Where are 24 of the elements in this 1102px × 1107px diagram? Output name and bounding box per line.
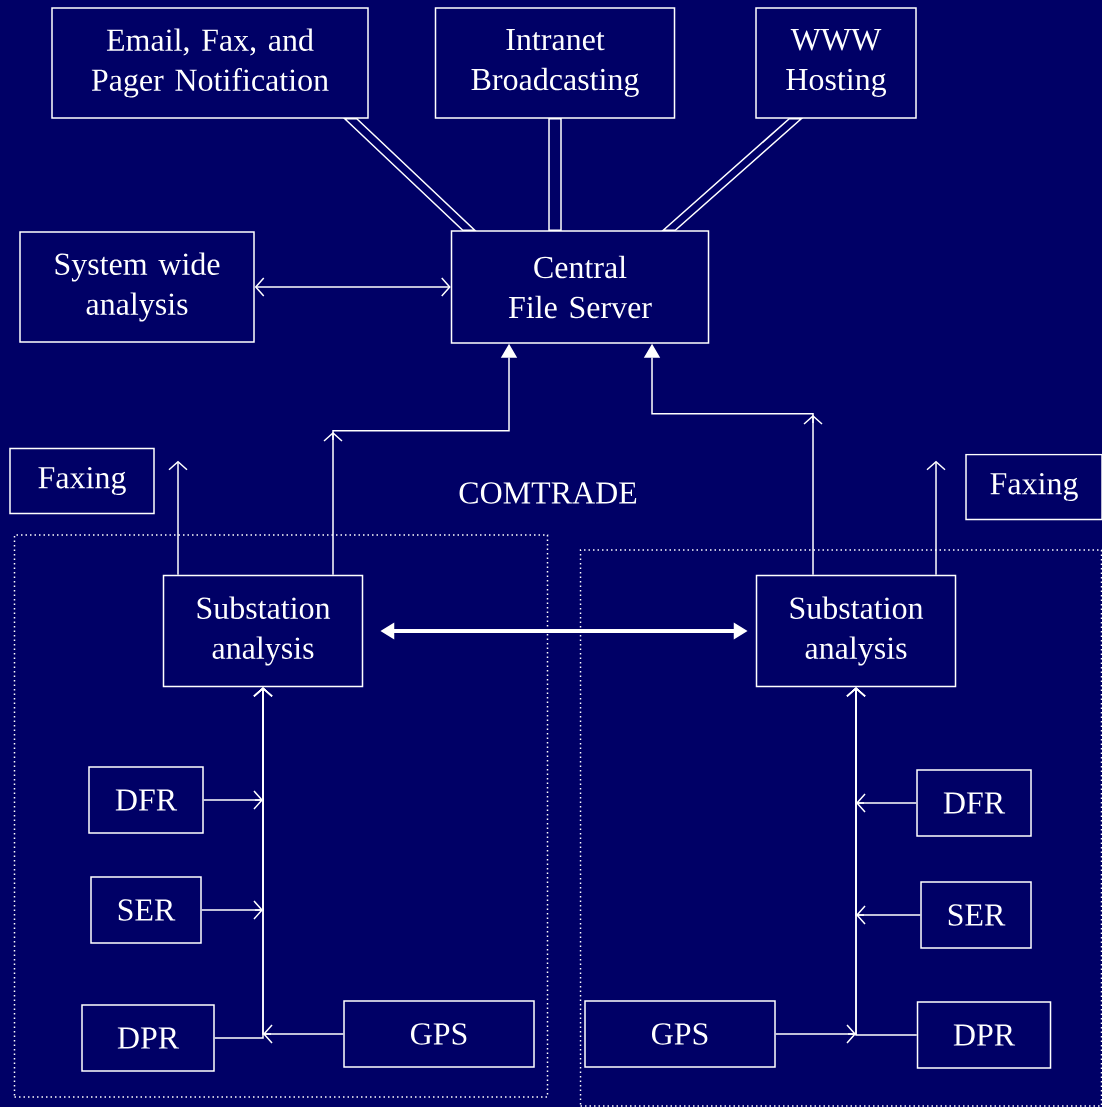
text-box: WWW Hosting (755, 7, 917, 119)
text-box: Email, Fax, and Pager Notification (51, 7, 369, 119)
text-box: DPR (81, 1004, 215, 1072)
arrow (926, 460, 946, 576)
text-box: Central File Server (450, 230, 710, 344)
text-box: SER (920, 881, 1032, 949)
text-box: Substation analysis (755, 574, 957, 688)
text-box: Faxing (9, 447, 155, 515)
text-box: System wide analysis (19, 231, 255, 343)
text-box: DFR (88, 766, 204, 834)
arrow (253, 687, 344, 1044)
text-box: Substation analysis (162, 574, 364, 688)
arrow (254, 277, 451, 297)
text-box: DPR (916, 1001, 1052, 1069)
text-box: GPS (584, 1000, 776, 1068)
text-box: Faxing (965, 453, 1102, 521)
text-label: COMTRADE (459, 482, 637, 504)
arrow (168, 460, 188, 576)
text-box: SER (90, 876, 202, 944)
arrow (775, 687, 866, 1044)
text-box: GPS (343, 1000, 535, 1068)
text-box: DFR (916, 769, 1032, 837)
dotted-region (13, 534, 549, 1098)
text-box: Intranet Broadcasting (434, 7, 676, 119)
